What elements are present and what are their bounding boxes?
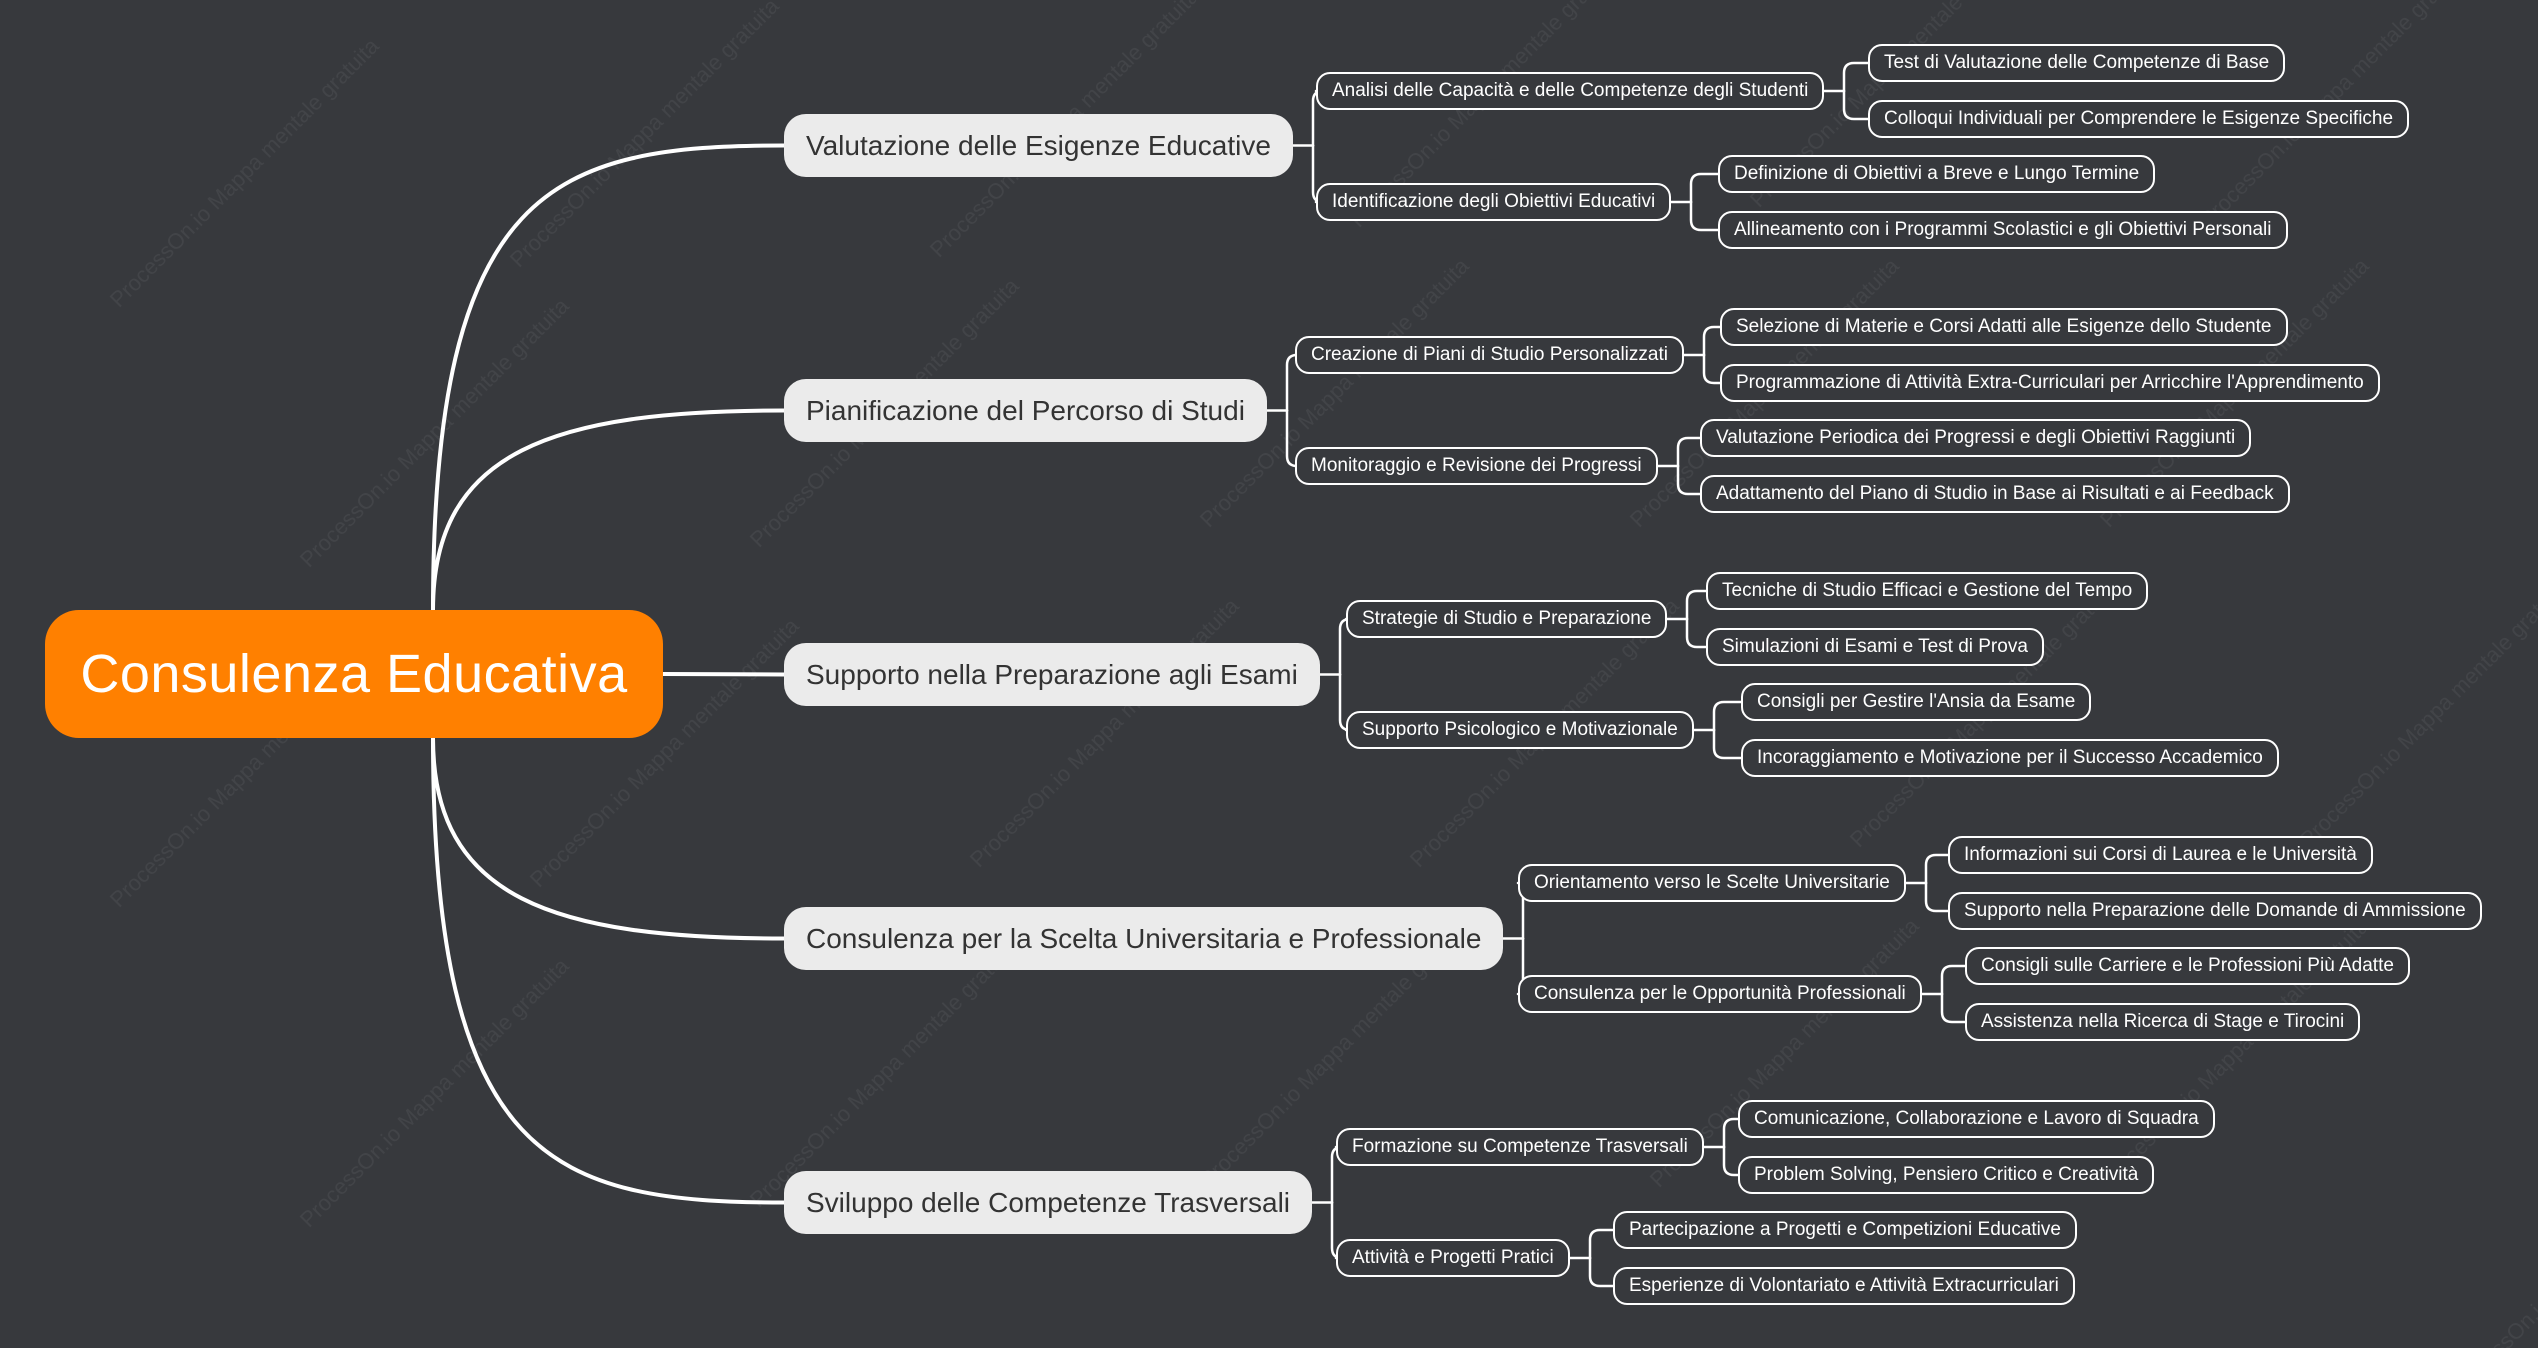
subtopic-creazione-piani[interactable]: Creazione di Piani di Studio Personalizz… bbox=[1295, 336, 1684, 374]
leaf-comunicazione-collaborazione[interactable]: Comunicazione, Collaborazione e Lavoro d… bbox=[1738, 1100, 2215, 1138]
leaf-connector bbox=[1702, 325, 1722, 357]
branch-connector bbox=[431, 736, 786, 1205]
leaf-consigli-carriere[interactable]: Consigli sulle Carriere e le Professioni… bbox=[1965, 947, 2410, 985]
leaf-connector bbox=[1722, 1117, 1740, 1149]
leaf-connector bbox=[1722, 1145, 1740, 1177]
subtopic-analisi-capacita[interactable]: Analisi delle Capacità e delle Competenz… bbox=[1316, 72, 1825, 110]
branch-connector bbox=[661, 672, 786, 677]
leaf-connector bbox=[1685, 589, 1708, 621]
root-topic[interactable]: Consulenza Educativa bbox=[45, 610, 663, 738]
leaf-connector bbox=[1676, 464, 1702, 496]
leaf-problem-solving[interactable]: Problem Solving, Pensiero Critico e Crea… bbox=[1738, 1156, 2155, 1194]
leaf-connector bbox=[1940, 964, 1967, 996]
subtopic-formazione-competenze[interactable]: Formazione su Competenze Trasversali bbox=[1336, 1128, 1704, 1166]
leaf-connector bbox=[1924, 853, 1950, 885]
leaf-selezione-materie[interactable]: Selezione di Materie e Corsi Adatti alle… bbox=[1720, 308, 2288, 346]
leaf-connector bbox=[1676, 436, 1702, 468]
leaf-connector bbox=[1924, 881, 1950, 913]
leaf-connector bbox=[1712, 728, 1743, 760]
subtopic-attivita-progetti[interactable]: Attività e Progetti Pratici bbox=[1336, 1239, 1570, 1277]
leaf-connector bbox=[1685, 617, 1708, 649]
branch-connector bbox=[431, 408, 786, 612]
leaf-esperienze-volontariato[interactable]: Esperienze di Volontariato e Attività Ex… bbox=[1613, 1267, 2075, 1305]
leaf-test-valutazione[interactable]: Test di Valutazione delle Competenze di … bbox=[1868, 44, 2286, 82]
main-topic-supporto-esami[interactable]: Supporto nella Preparazione agli Esami bbox=[784, 643, 1320, 706]
leaf-tecniche-studio[interactable]: Tecniche di Studio Efficaci e Gestione d… bbox=[1706, 572, 2149, 610]
leaf-simulazioni-esami[interactable]: Simulazioni di Esami e Test di Prova bbox=[1706, 628, 2044, 666]
branch-connector bbox=[431, 736, 786, 941]
leaf-allineamento-programmi[interactable]: Allineamento con i Programmi Scolastici … bbox=[1718, 211, 2288, 249]
leaf-connector bbox=[1588, 1228, 1615, 1260]
leaf-connector bbox=[1842, 61, 1870, 93]
leaf-definizione-obiettivi[interactable]: Definizione di Obiettivi a Breve e Lungo… bbox=[1718, 155, 2156, 193]
leaf-connector bbox=[1689, 200, 1720, 232]
main-topic-valutazione-esigenze[interactable]: Valutazione delle Esigenze Educative bbox=[784, 114, 1293, 177]
subtopic-opportunita-professionali[interactable]: Consulenza per le Opportunità Profession… bbox=[1518, 975, 1922, 1013]
leaf-incoraggiamento-motivazione[interactable]: Incoraggiamento e Motivazione per il Suc… bbox=[1741, 739, 2279, 777]
leaf-adattamento-piano[interactable]: Adattamento del Piano di Studio in Base … bbox=[1700, 475, 2290, 513]
subtopic-orientamento-universitario[interactable]: Orientamento verso le Scelte Universitar… bbox=[1518, 864, 1906, 902]
leaf-connector bbox=[1689, 172, 1720, 204]
leaf-colloqui-individuali[interactable]: Colloqui Individuali per Comprendere le … bbox=[1868, 100, 2410, 138]
leaf-informazioni-corsi[interactable]: Informazioni sui Corsi di Laurea e le Un… bbox=[1948, 836, 2373, 874]
leaf-valutazione-periodica[interactable]: Valutazione Periodica dei Progressi e de… bbox=[1700, 419, 2252, 457]
leaf-connector bbox=[1588, 1256, 1615, 1288]
subtopic-monitoraggio-progressi[interactable]: Monitoraggio e Revisione dei Progressi bbox=[1295, 447, 1658, 485]
leaf-connector bbox=[1712, 700, 1743, 732]
leaf-partecipazione-progetti[interactable]: Partecipazione a Progetti e Competizioni… bbox=[1613, 1211, 2077, 1249]
subtopic-identificazione-obiettivi[interactable]: Identificazione degli Obiettivi Educativ… bbox=[1316, 183, 1672, 221]
leaf-consigli-ansia[interactable]: Consigli per Gestire l'Ansia da Esame bbox=[1741, 683, 2092, 721]
main-topic-pianificazione-percorso[interactable]: Pianificazione del Percorso di Studi bbox=[784, 379, 1267, 442]
main-topic-competenze-trasversali[interactable]: Sviluppo delle Competenze Trasversali bbox=[784, 1171, 1313, 1234]
leaf-domande-ammissione[interactable]: Supporto nella Preparazione delle Domand… bbox=[1948, 892, 2482, 930]
branch-connector bbox=[431, 143, 786, 612]
main-topic-scelta-universitaria[interactable]: Consulenza per la Scelta Universitaria e… bbox=[784, 907, 1504, 970]
leaf-programmazione-attivita[interactable]: Programmazione di Attività Extra-Curricu… bbox=[1720, 364, 2380, 402]
leaf-connector bbox=[1940, 992, 1967, 1024]
leaf-connector bbox=[1842, 89, 1870, 121]
subtopic-supporto-psicologico[interactable]: Supporto Psicologico e Motivazionale bbox=[1346, 711, 1694, 749]
leaf-stage-tirocini[interactable]: Assistenza nella Ricerca di Stage e Tiro… bbox=[1965, 1003, 2361, 1041]
leaf-connector bbox=[1702, 353, 1722, 385]
subtopic-strategie-studio[interactable]: Strategie di Studio e Preparazione bbox=[1346, 600, 1668, 638]
